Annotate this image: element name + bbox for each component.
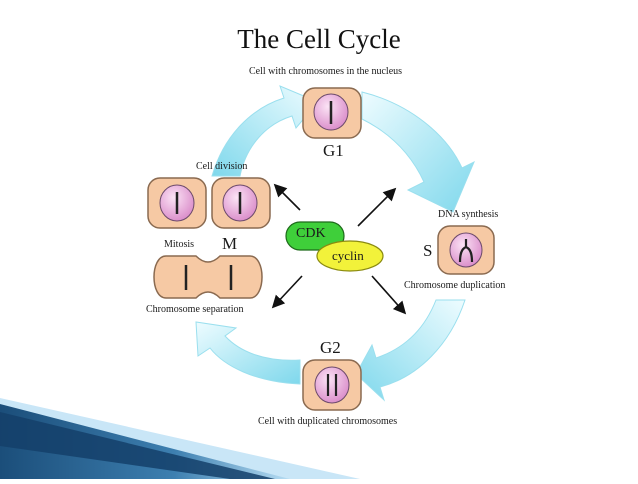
mitosis-label: Mitosis (164, 239, 195, 250)
cdk-shape (285, 221, 345, 251)
regulation-arrows (271, 183, 407, 315)
g2-caption: Cell with duplicated chromosomes (258, 416, 398, 427)
m-label: M (222, 234, 238, 253)
diagram-title: The Cell Cycle (237, 24, 401, 54)
cyclin-label: cyclin (332, 248, 364, 263)
dividing-cell (153, 255, 263, 299)
cdk-cyclin-complex (285, 221, 384, 272)
arrow-g1-to-s (361, 91, 475, 213)
arrow-g2-to-m (195, 321, 301, 385)
g2-label: G2 (320, 338, 341, 357)
arrow-s-to-g2 (355, 299, 466, 402)
s-caption-duplication: Chromosome duplication (404, 280, 506, 291)
cell-division-label: Cell division (196, 161, 248, 172)
mitosis-cells (147, 177, 271, 229)
cyclin-shape (316, 240, 384, 272)
cdk-label: CDK (296, 226, 326, 241)
g1-label: G1 (323, 141, 344, 160)
corner-decoration (0, 398, 360, 479)
g2-cell (302, 359, 362, 411)
g1-cell (302, 87, 362, 139)
separation-label: Chromosome separation (146, 304, 244, 315)
s-caption: DNA synthesis (438, 209, 499, 220)
g1-caption: Cell with chromosomes in the nucleus (249, 66, 403, 77)
s-label: S (423, 241, 433, 260)
s-cell (437, 225, 495, 275)
